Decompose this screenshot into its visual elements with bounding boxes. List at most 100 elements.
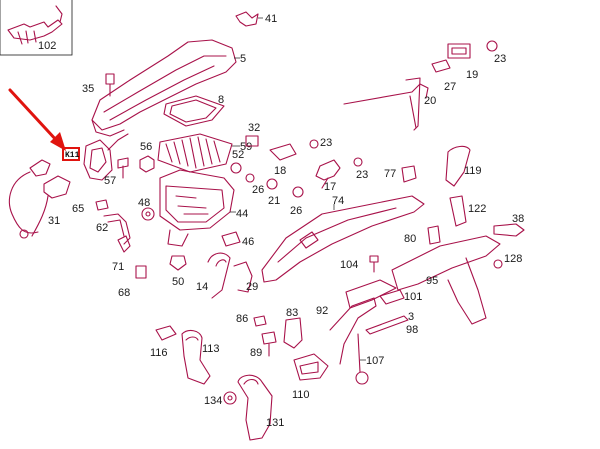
part-18: 18	[269, 143, 297, 177]
part-k11-component: K11	[62, 133, 129, 181]
label-134: 134	[204, 395, 222, 407]
part-20-linkage: 20	[343, 77, 436, 131]
part-56: 56	[139, 141, 155, 173]
part-119: 119	[445, 145, 482, 187]
label-27: 27	[444, 81, 456, 93]
label-65: 65	[72, 203, 84, 215]
label-14: 14	[196, 281, 208, 293]
label-86: 86	[236, 313, 248, 325]
part-57: 57	[104, 157, 129, 187]
label-113: 113	[202, 343, 220, 355]
part-128: 128	[493, 253, 522, 269]
part-131-hose: 131	[237, 374, 284, 441]
label-52: 52	[232, 149, 244, 161]
label-29: 29	[246, 281, 258, 293]
part-32: 32	[245, 122, 260, 147]
part-41: 41	[235, 11, 277, 27]
part-19: 19	[447, 43, 478, 81]
label-77: 77	[384, 168, 396, 180]
part-89: 89	[250, 331, 277, 359]
part-48: 48	[138, 197, 155, 221]
label-102: 102	[38, 40, 56, 52]
part-23b: 23	[353, 157, 368, 181]
part-116: 116	[150, 325, 177, 359]
part-77: 77	[384, 165, 417, 183]
part-83: 83	[283, 307, 303, 349]
part-62-bracket: 62	[96, 213, 131, 245]
part-74-duct: 74	[261, 195, 425, 283]
label-31: 31	[48, 215, 60, 227]
part-29: 29	[233, 261, 258, 293]
part-27: 27	[431, 59, 456, 93]
label-26b: 26	[290, 205, 302, 217]
label-38: 38	[512, 213, 524, 225]
label-46: 46	[242, 236, 254, 248]
part-44-housing: 44	[159, 169, 248, 247]
label-41: 41	[265, 13, 277, 25]
part-31-harness: 31	[8, 159, 71, 239]
part-101: 101	[345, 279, 422, 309]
part-21: 21	[266, 178, 280, 207]
part-65: 65	[72, 199, 109, 215]
k11-highlight-box	[62, 147, 80, 161]
label-57: 57	[104, 175, 116, 187]
label-71: 71	[112, 261, 124, 273]
label-48: 48	[138, 197, 150, 209]
label-18: 18	[274, 165, 286, 177]
inset-part-102: 102	[0, 0, 73, 56]
label-95: 95	[426, 275, 438, 287]
part-95-duct: 95	[391, 235, 501, 325]
label-68: 68	[118, 287, 130, 299]
label-23b: 23	[356, 169, 368, 181]
label-5: 5	[240, 53, 246, 65]
label-101: 101	[404, 291, 422, 303]
label-89: 89	[250, 347, 262, 359]
label-92: 92	[316, 305, 328, 317]
label-98: 98	[406, 324, 418, 336]
part-3: 3	[379, 289, 414, 323]
part-98: 98	[365, 315, 418, 336]
part-46: 46	[221, 231, 254, 248]
label-80: 80	[404, 233, 416, 245]
part-23a: 23	[309, 137, 332, 149]
label-35: 35	[82, 83, 94, 95]
label-83: 83	[286, 307, 298, 319]
part-23c: 23	[486, 40, 506, 65]
part-26b: 26	[290, 186, 304, 217]
label-128: 128	[504, 253, 522, 265]
part-86: 86	[236, 313, 267, 327]
label-59: 59	[240, 141, 252, 153]
part-52: 52	[230, 149, 244, 174]
label-44: 44	[236, 208, 248, 220]
part-92-trim: 92	[316, 297, 377, 365]
part-113-hose: 113	[181, 329, 220, 385]
part-35: 35	[82, 73, 115, 97]
label-21: 21	[268, 195, 280, 207]
label-32: 32	[248, 122, 260, 134]
part-107: 107	[355, 333, 384, 385]
part-68: 68	[118, 265, 147, 299]
label-62: 62	[96, 222, 108, 234]
part-17: 17	[315, 159, 341, 193]
label-3: 3	[408, 311, 414, 323]
part-50: 50	[169, 255, 187, 288]
part-110: 110	[292, 353, 329, 401]
label-50: 50	[172, 276, 184, 288]
label-17: 17	[324, 181, 336, 193]
part-38: 38	[493, 213, 525, 237]
label-110: 110	[292, 389, 310, 401]
part-14-hose: 14	[196, 252, 231, 299]
label-23c: 23	[494, 53, 506, 65]
part-80: 80	[404, 225, 441, 245]
part-71: 71	[112, 235, 131, 273]
part-134: 134	[204, 391, 237, 407]
label-26a: 26	[252, 184, 264, 196]
part-5-duct: 5	[91, 39, 246, 137]
part-26a: 26	[245, 173, 264, 196]
label-74: 74	[332, 195, 344, 207]
label-19: 19	[466, 69, 478, 81]
label-116: 116	[150, 347, 168, 359]
label-122: 122	[468, 203, 486, 215]
label-23a: 23	[320, 137, 332, 149]
